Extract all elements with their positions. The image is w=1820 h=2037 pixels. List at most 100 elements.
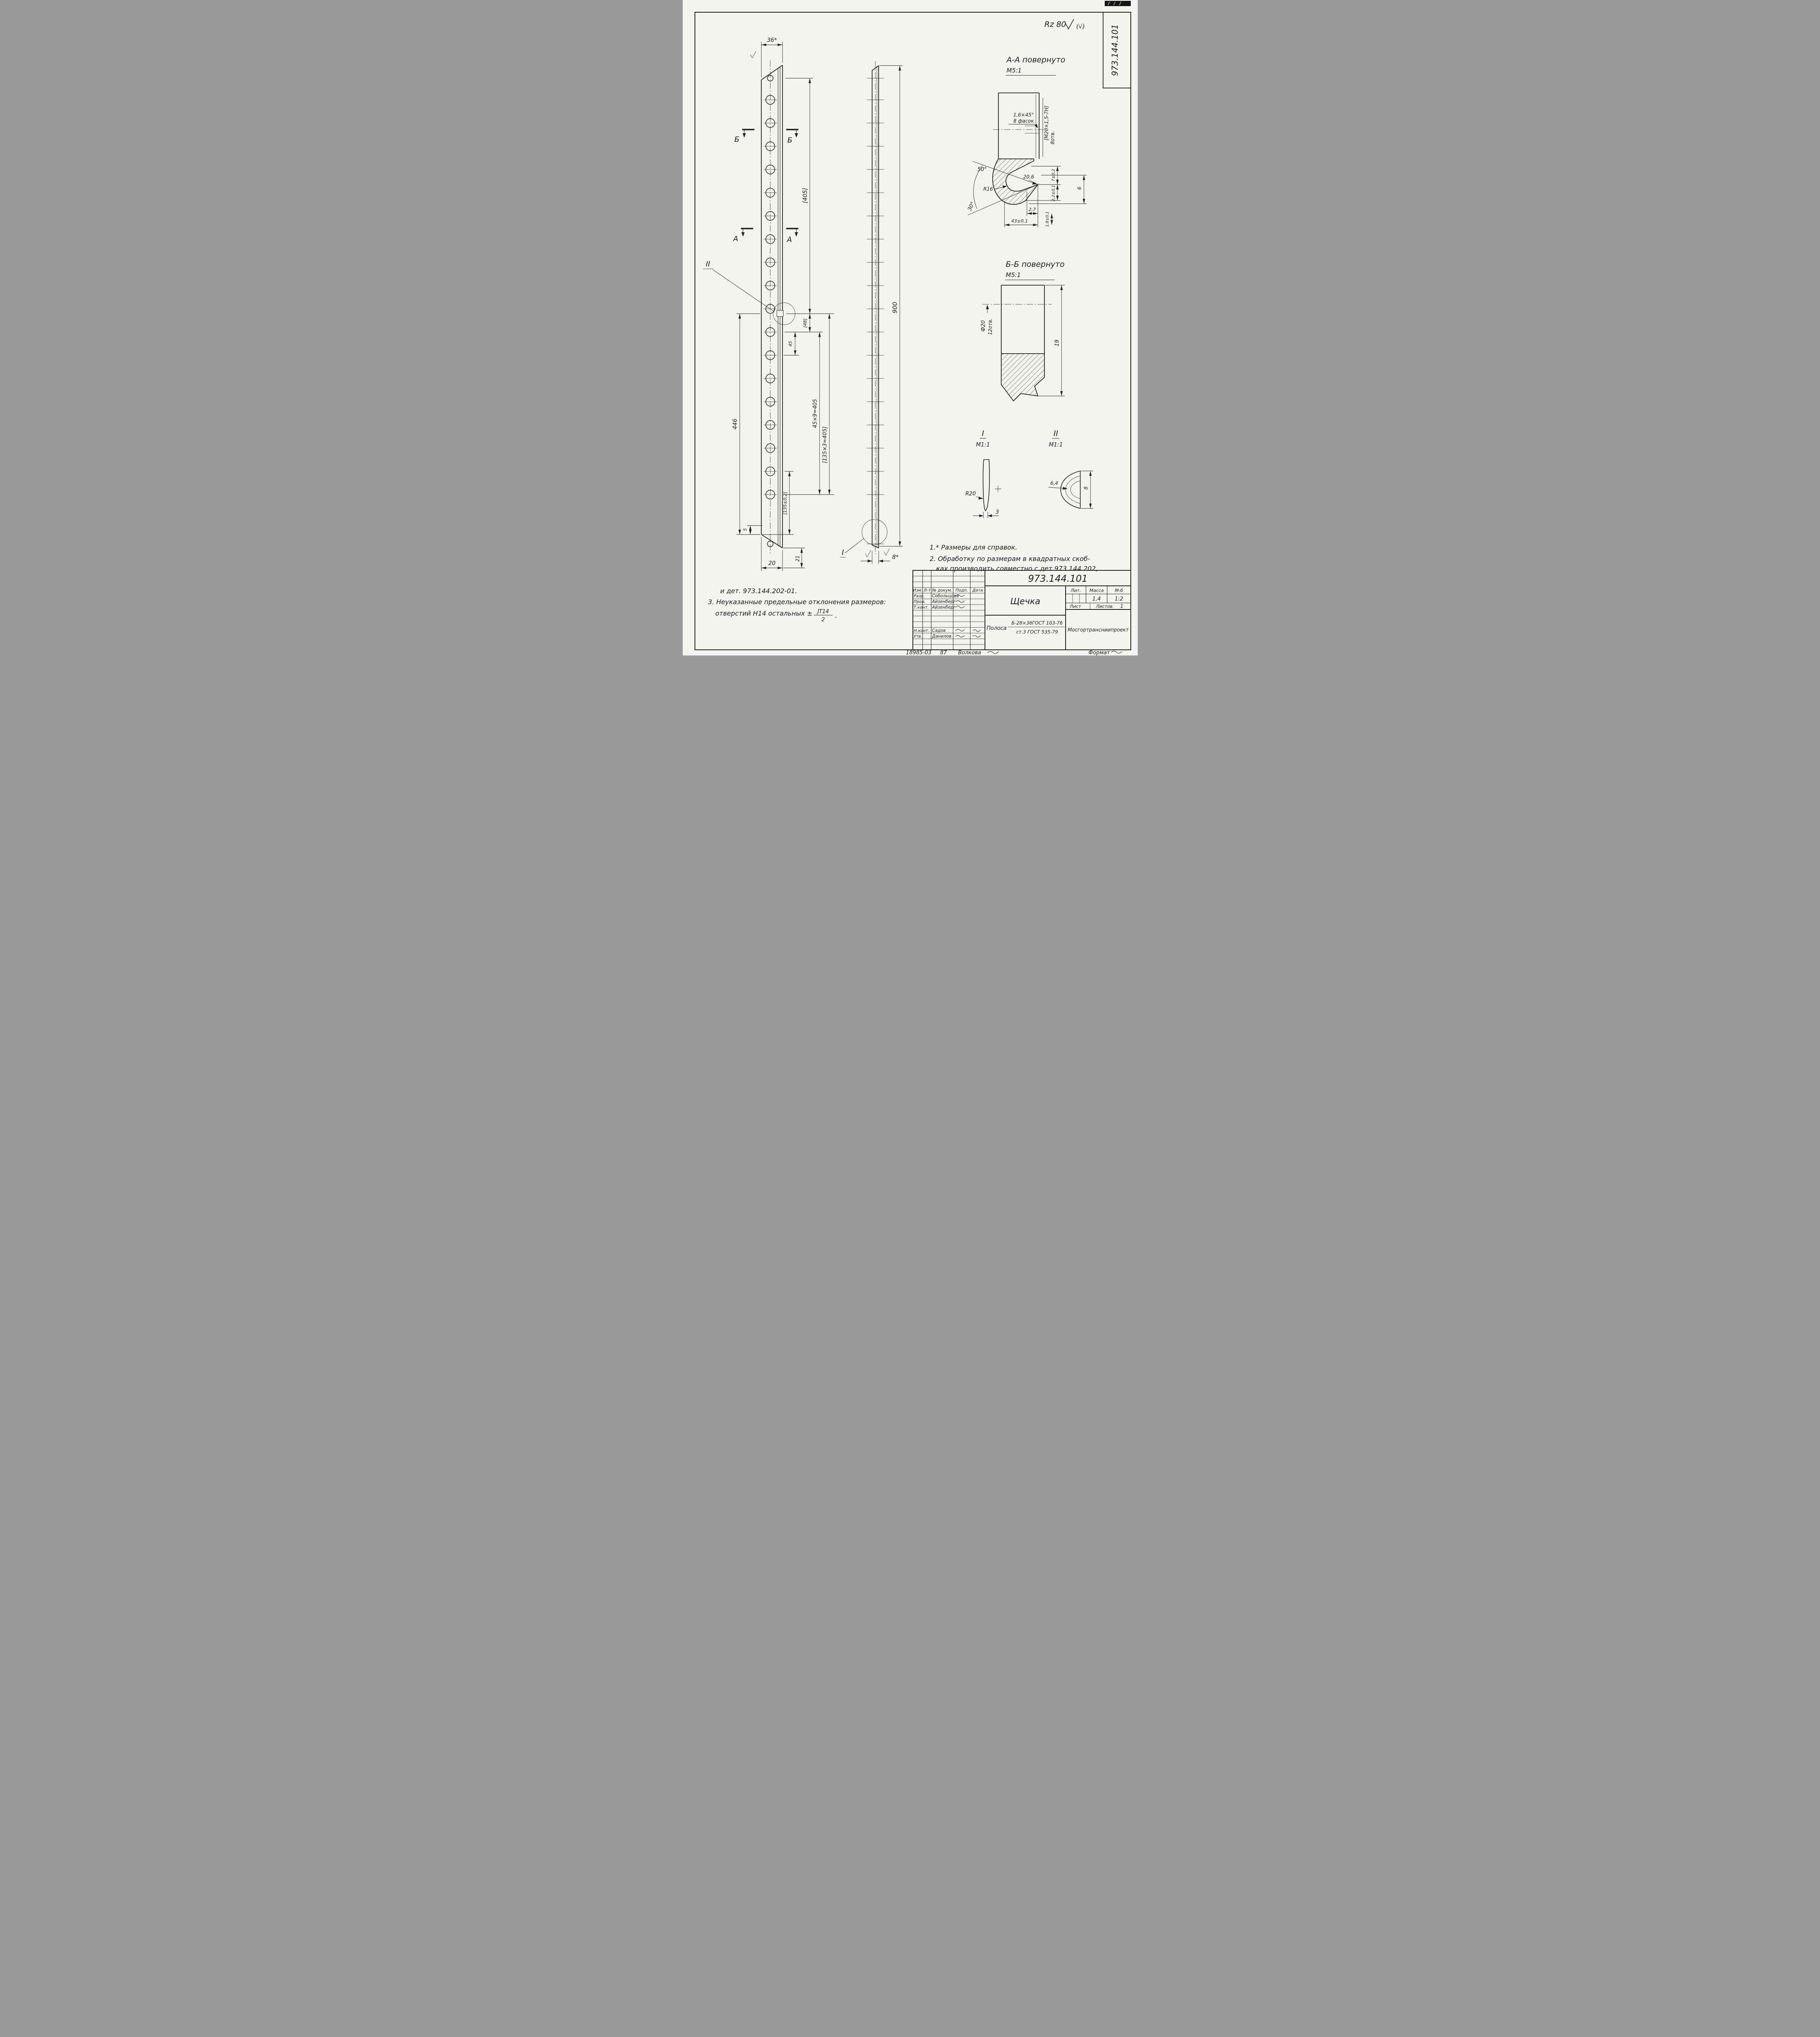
drawing-frame [694, 1, 1131, 650]
dim-45x9: 45×9=405 [812, 399, 818, 428]
detail-ii-label: II [1053, 429, 1058, 438]
row-role: Утв. [914, 634, 922, 639]
scale-value: 1:2 [1114, 596, 1123, 602]
dim-6: 6 [1077, 187, 1082, 190]
dim-19: 19 [1054, 340, 1060, 347]
signature-scribble [955, 594, 965, 597]
engineering-drawing: 973.144.101 Rz 80 (√) II [682, 0, 1138, 656]
notch [776, 310, 783, 317]
note-3-line2: отверстий Н14 остальных ± [715, 609, 812, 617]
side-view: 900 I 8* [840, 61, 903, 564]
tolerance-fraction-num: JT14 [816, 609, 829, 615]
surface-finish-alt: (√) [1076, 23, 1085, 30]
signature-scribble [955, 600, 965, 603]
signature-scribble [955, 635, 965, 638]
lit-label: Лит. [1070, 588, 1081, 593]
drawing-sheet: 973.144.101 Rz 80 (√) II [682, 0, 1138, 656]
footer-num: 87 [940, 650, 947, 656]
dim-48: [48] [802, 319, 808, 328]
section-a-letter-left: А [732, 235, 738, 243]
blade-profile [983, 459, 990, 511]
format-scribble [1111, 651, 1122, 654]
chamfer-qty: 8 фасок [1013, 118, 1034, 124]
chamfer-note: 1,6×45° [1013, 112, 1033, 118]
dim-900: 900 [891, 302, 899, 314]
dim-135x3: [135×3=405] [822, 427, 828, 463]
dim-43: 43±0,1 [1011, 218, 1028, 224]
section-cut-hatch [992, 158, 1039, 205]
organization: Мосгортрансниипроект [1068, 627, 1129, 633]
dim-206: 20,6 [1023, 174, 1034, 180]
tolerance-fraction-den: 2 [821, 617, 824, 623]
check-icon [884, 548, 890, 556]
stamp-doc-number: 973.144.101 [1110, 24, 1120, 76]
corner-tab [1104, 1, 1131, 6]
hdr-podp: Подп. [955, 588, 967, 593]
sheet-footer: 18985-03 87 Волкова Формат [906, 650, 1122, 656]
scale-label: М-б [1114, 588, 1123, 593]
detail-ii-scale: М1:1 [1048, 442, 1063, 448]
dim-r20: R20 [965, 491, 976, 497]
sheets-value: 1 [1120, 603, 1123, 609]
footer-code: 18985-03 [906, 650, 932, 656]
section-mark-b: Б Б [734, 129, 798, 145]
hole-qty-label: 12отв. [987, 319, 993, 335]
technical-notes: 1.* Размеры для справок. 2. Обработку по… [708, 543, 1098, 623]
row-role: Т.конт. [914, 605, 929, 610]
dim-64: 6,4 [1050, 480, 1058, 486]
dim-8: 8 [1083, 486, 1089, 490]
mass-label: Масса [1089, 588, 1103, 593]
detail-i: I М1:1 R20 3 [965, 429, 1001, 518]
sheet-label: Лист [1069, 604, 1081, 609]
title-doc-number: 973.144.101 [1028, 574, 1087, 584]
dim-21: 21 [795, 555, 800, 561]
footer-name: Волкова [958, 650, 981, 656]
dim-22: 2,2±0,1 [1051, 185, 1056, 201]
row-name: Собольцова [932, 594, 959, 598]
dim-3: 3 [996, 509, 999, 515]
section-b-letter-right: Б [787, 136, 792, 145]
hdr-izm: Изм. [913, 588, 923, 593]
thread-label: [М20×1,5-7Н] [1044, 106, 1049, 140]
detail-circle-i [862, 519, 887, 545]
note-3-line1: 3. Неуказанные предельные отклонения раз… [708, 598, 886, 606]
angle-50: 50° [977, 167, 987, 173]
section-aa: А-А повернуто М5:1 1,6×45° 8 фасок [М20×… [967, 55, 1087, 227]
title-block: Изм. Л-т № докум. Подп. Дата Разр. Собол… [912, 570, 1131, 650]
dim-5: 5 [743, 528, 748, 531]
check-icon [1065, 19, 1074, 30]
dim-27: 2,7 [1029, 207, 1036, 212]
note-2-line3: и дет. 973.144.202-01. [720, 587, 797, 595]
hole-row [763, 95, 777, 499]
footer-format-label: Формат [1088, 650, 1110, 656]
part-name: Щечка [1010, 596, 1040, 606]
dim-8-star: 8* [892, 554, 899, 561]
detail-i-scale: М1:1 [976, 442, 990, 448]
edge-profile [1060, 470, 1081, 509]
note-1: 1.* Размеры для справок. [930, 543, 1017, 551]
row-role: Разр. [914, 594, 925, 598]
section-bb: Б-Б повернуто М5:1 Ф20 12отв. 19 [980, 260, 1065, 402]
thread-qty: 8отв. [1050, 131, 1055, 145]
dim-446: 446 [732, 419, 739, 430]
check-icon [865, 550, 871, 557]
row-role: Пров. [914, 600, 925, 604]
material-profile: Полоса [987, 625, 1007, 631]
date-scribble [972, 629, 980, 632]
dim-45: 45 [788, 341, 793, 347]
hole-center-ticks [866, 78, 884, 544]
row-name: Садов [932, 628, 946, 633]
hole-dia-label: Ф20 [980, 320, 987, 332]
hdr-data: Дата [972, 588, 983, 593]
note-2-line1: 2. Обработку по размерам в квадратных ск… [930, 555, 1090, 563]
signature-grid: Изм. Л-т № докум. Подп. Дата Разр. Собол… [912, 570, 985, 650]
signature-scribble [955, 606, 965, 608]
section-b-letter-left: Б [734, 135, 739, 144]
row-name: Данилов [932, 634, 952, 639]
section-bb-title: Б-Б повернуто [1006, 260, 1064, 269]
row-name: Айзенберг [932, 605, 956, 610]
detail-i-label: I [982, 429, 984, 438]
section-mark-a: А А [732, 228, 798, 244]
section-a-letter-right: А [786, 235, 791, 244]
mass-value: 1,4 [1092, 596, 1101, 602]
